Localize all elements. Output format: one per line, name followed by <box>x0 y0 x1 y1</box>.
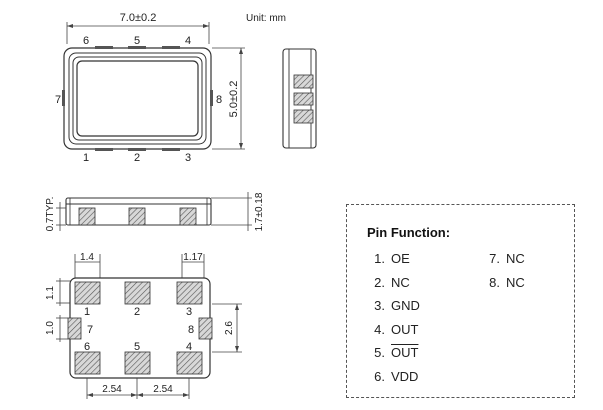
bottom-pitch-left-dim: 2.54 <box>102 384 122 395</box>
top-pin-3: 3 <box>185 152 191 164</box>
pin-row-1: 1. OE <box>365 251 410 266</box>
top-width-dim: 7.0±0.2 <box>120 12 157 24</box>
pin-num: 3. <box>374 298 385 313</box>
bottom-pad-8 <box>198 317 213 340</box>
pin-num: 2. <box>374 275 385 290</box>
pin-function-box: Pin Function: 1. OE 2. NC 3. GND 4. OUT 5. OU… <box>346 204 575 398</box>
top-lid <box>76 60 199 137</box>
front-height-dim: 1.7±0.18 <box>254 192 265 231</box>
pin-name: OUT <box>391 322 419 337</box>
bottom-pad-5 <box>124 351 151 375</box>
pin-name: GND <box>391 298 420 313</box>
top-pin-4: 4 <box>185 35 191 47</box>
pin-name: VDD <box>391 369 419 384</box>
pin-name: NC <box>506 275 525 290</box>
bottom-pad-height-dim: 1.1 <box>45 286 56 300</box>
pin-row-8: 8. NC <box>480 275 525 290</box>
pin-num: 4. <box>374 322 385 337</box>
pin-num: 6. <box>374 369 385 384</box>
top-pin-6: 6 <box>83 35 89 47</box>
pin-row-6: 6. VDD <box>365 369 418 384</box>
bottom-pin-2: 2 <box>134 306 140 318</box>
pin-num: 1. <box>374 251 385 266</box>
bottom-pin-7: 7 <box>87 324 93 336</box>
top-pin-8: 8 <box>216 94 222 106</box>
bottom-pad-6 <box>74 351 101 375</box>
pin-row-4: 4. OUT <box>365 322 418 337</box>
bottom-pin-4: 4 <box>186 341 192 353</box>
top-pin-1: 1 <box>83 152 89 164</box>
pin-num: 7. <box>489 251 500 266</box>
bottom-pad-width-dim: 1.4 <box>80 252 94 263</box>
pin-num: 5. <box>374 345 385 360</box>
bottom-pin-3: 3 <box>186 306 192 318</box>
bottom-pin-6: 6 <box>84 341 90 353</box>
top-height-dim: 5.0±0.2 <box>228 81 240 118</box>
top-pin-2: 2 <box>134 152 140 164</box>
bottom-pad-1 <box>74 281 101 305</box>
front-view: 0.7TYP. 1.7±0.18 <box>45 192 265 231</box>
pin-name: OE <box>391 251 410 266</box>
pin-name: NC <box>391 275 410 290</box>
bottom-pitch-right-dim: 2.54 <box>153 384 173 395</box>
bottom-pin-1: 1 <box>84 306 90 318</box>
front-pad-height-dim: 0.7TYP. <box>45 197 56 232</box>
unit-label: Unit: mm <box>246 13 286 24</box>
pin-row-3: 3. GND <box>365 298 420 313</box>
bottom-pad-width-dim-2: 1.17 <box>183 252 203 263</box>
bottom-pad-7 <box>67 317 82 340</box>
bottom-pin-5: 5 <box>134 341 140 353</box>
pin-name: OUT <box>391 345 419 360</box>
pin-row-7: 7. NC <box>480 251 525 266</box>
pin-num: 8. <box>489 275 500 290</box>
pin-row-5: 5. OUT <box>365 345 418 360</box>
top-pin-5: 5 <box>134 35 140 47</box>
bottom-pad-4 <box>176 351 203 375</box>
top-pin-7: 7 <box>55 94 61 106</box>
bottom-side-pad-span-dim: 2.6 <box>224 321 235 335</box>
bottom-side-pad-height-dim: 1.0 <box>45 321 56 335</box>
pin-name: NC <box>506 251 525 266</box>
top-view: 7.0±0.2 6 5 4 1 2 3 7 8 5.0±0.2 <box>55 12 245 164</box>
bottom-pad-2 <box>124 281 151 305</box>
bottom-pad-3 <box>176 281 203 305</box>
side-view <box>282 48 317 149</box>
pin-row-2: 2. NC <box>365 275 410 290</box>
pin-function-title: Pin Function: <box>367 225 451 240</box>
bottom-pin-8: 8 <box>188 324 194 336</box>
bottom-view: 1.4 1.17 1.1 1.0 1 2 3 7 8 6 5 <box>45 252 242 399</box>
